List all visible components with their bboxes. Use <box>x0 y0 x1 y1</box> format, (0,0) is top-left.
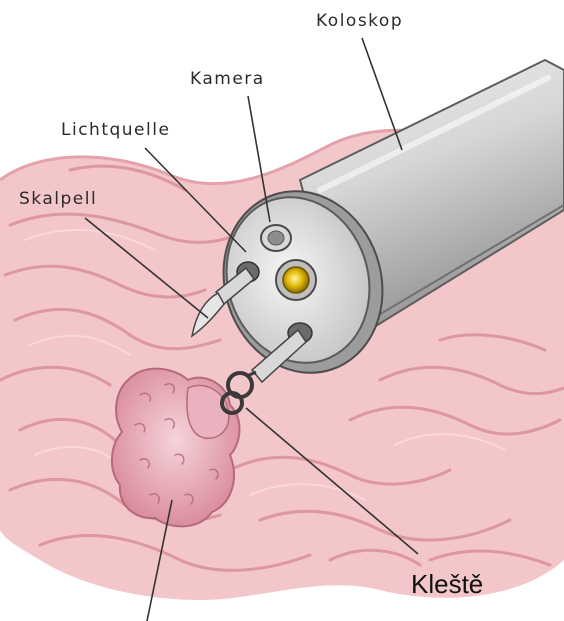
label-kamera: Kamera <box>190 69 265 89</box>
polyp <box>112 369 240 527</box>
label-skalpell: Skalpell <box>19 189 97 209</box>
label-koloskop: Koloskop <box>316 11 403 31</box>
label-lichtquelle: Lichtquelle <box>61 120 170 140</box>
label-kleste: Kleště <box>411 569 483 600</box>
